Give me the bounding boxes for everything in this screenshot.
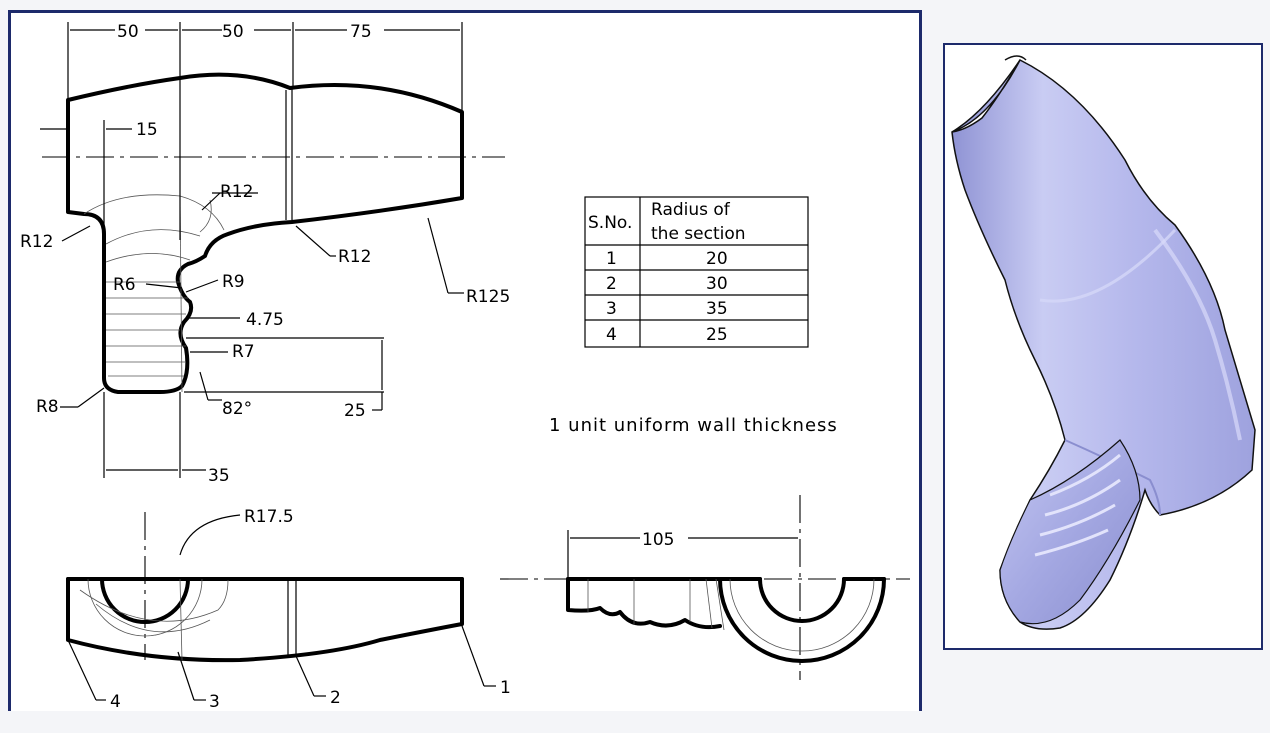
engineering-drawing-panel [8, 10, 922, 711]
dim-35: 35 [103, 392, 230, 486]
top-dimensions: 50 50 75 [67, 22, 463, 240]
svg-text:15: 15 [136, 120, 158, 140]
radius-leaders: R12 R12 R12 R125 R6 R9 4.75 R7 R8 82° [20, 182, 510, 419]
end-view: 105 [500, 495, 910, 680]
label-r17-5: R17.5 [244, 507, 294, 527]
top-view: R17.5 4 3 2 1 [66, 507, 511, 712]
dim-50-mid: 50 [222, 22, 244, 42]
svg-text:35: 35 [208, 466, 230, 486]
table-cell: 3 [606, 299, 617, 319]
part-outline [66, 72, 464, 394]
section-label-3: 3 [209, 692, 220, 712]
label-r9: R9 [222, 272, 245, 292]
label-r6: R6 [113, 275, 136, 295]
table-cell: 1 [606, 249, 617, 269]
svg-text:the section: the section [651, 224, 746, 244]
table-cell: 25 [706, 325, 728, 345]
dim-25: 25 [184, 340, 384, 421]
table-header-radius: Radius of [651, 200, 731, 220]
wall-thickness-note: 1 unit uniform wall thickness [549, 415, 838, 436]
dim-50-left: 50 [117, 22, 139, 42]
label-r12-left: R12 [20, 232, 53, 252]
3d-model-render [951, 55, 1256, 630]
table-cell: 30 [706, 274, 728, 294]
table-cell: 20 [706, 249, 728, 269]
label-angle-82: 82° [222, 399, 252, 419]
section-radius-table: S.No. Radius of the section 1 20 2 30 3 … [584, 196, 809, 348]
section-label-4: 4 [110, 692, 121, 712]
section-contours [83, 194, 225, 393]
table-header-no: S.No. [588, 213, 632, 233]
section-label-2: 2 [330, 688, 341, 708]
dim-75: 75 [350, 22, 372, 42]
label-r125: R125 [466, 287, 510, 307]
front-view: 50 50 75 15 R12 R12 R12 R125 R6 [20, 22, 510, 486]
dim-105: 105 [642, 530, 674, 550]
dim-15: 15 [40, 120, 158, 232]
table-cell: 4 [606, 325, 617, 345]
label-r12-top: R12 [220, 182, 253, 202]
section-label-1: 1 [500, 678, 511, 698]
svg-text:25: 25 [344, 401, 366, 421]
label-r7: R7 [232, 342, 255, 362]
label-r12-mid: R12 [338, 247, 371, 267]
label-4-75: 4.75 [246, 310, 284, 330]
label-r8: R8 [36, 397, 59, 417]
table-cell: 2 [606, 274, 617, 294]
table-cell: 35 [706, 299, 728, 319]
